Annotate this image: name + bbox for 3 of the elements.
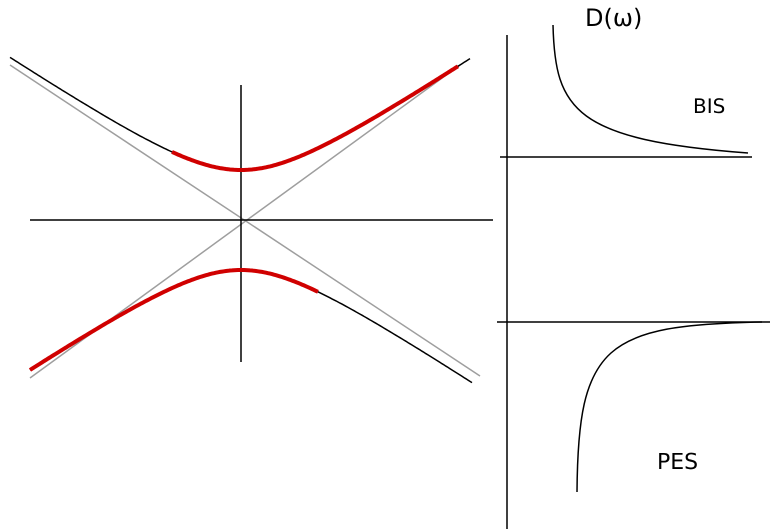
spectrum-label: PES <box>657 450 698 475</box>
spectrum-label: BIS <box>693 94 726 118</box>
axis-label: D(ω) <box>585 4 642 32</box>
